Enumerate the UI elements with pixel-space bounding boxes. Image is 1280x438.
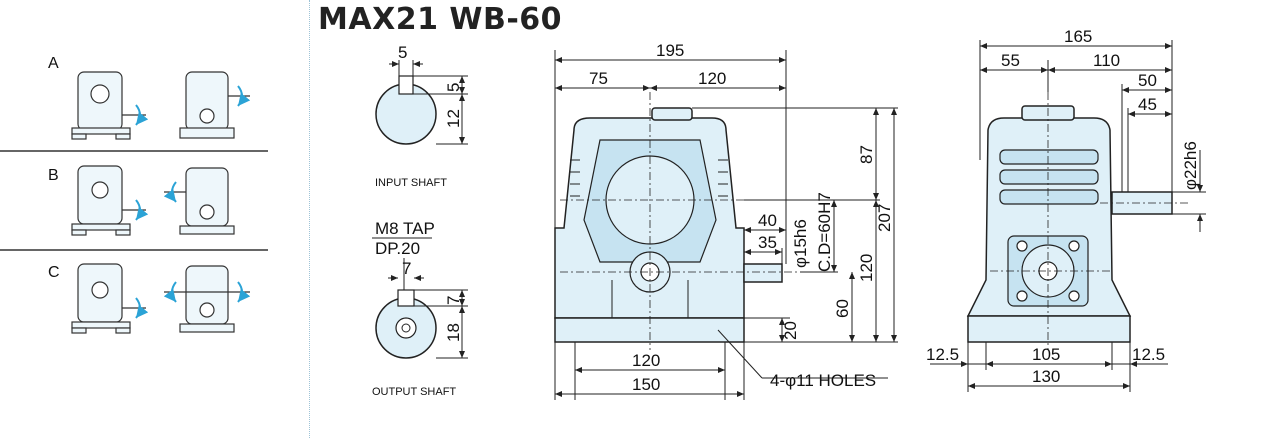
dim-front-center-to-right: 120: [698, 69, 726, 88]
option-label: C: [48, 264, 60, 281]
output-shaft-key: [397, 289, 415, 307]
dim-output-key-depth: 7: [444, 296, 463, 305]
side-mounting-base: [967, 315, 1131, 343]
front-view: 195 75 120 40 35 φ15h6: [554, 41, 898, 400]
output-shaft: [743, 263, 783, 283]
rotation-arrow-icon: [135, 104, 149, 126]
panel-divider: [309, 0, 310, 438]
dim-output-key-width: 7: [402, 259, 411, 278]
option-a-side-icon: [179, 71, 250, 139]
dim-side-right-part: 110: [1093, 51, 1120, 70]
model-title: MAX21 WB-60: [318, 2, 563, 37]
output-shaft-section: M8 TAP DP.20 7 7 18 OUTPUT SHAFT: [372, 219, 468, 398]
mounting-base: [554, 317, 745, 343]
dim-side-key-length: 45: [1138, 95, 1157, 114]
dim-front-shaft-length: 40: [758, 211, 777, 230]
dim-side-base-total: 130: [1032, 367, 1060, 386]
input-shaft-caption: INPUT SHAFT: [375, 177, 447, 189]
rotation-arrow-icon: [237, 281, 251, 303]
dim-side-base-margin-left: 12.5: [926, 345, 959, 364]
option-c-front-icon: [71, 263, 146, 334]
side-view: 165 55 110 50 45 φ22h6 12.5 105 12.5: [926, 27, 1206, 392]
dim-front-base-inner: 120: [632, 351, 660, 370]
dim-front-lower-height: 60: [833, 299, 852, 318]
dim-output-shaft-height: 18: [444, 323, 463, 342]
dim-front-mid-height: 120: [857, 254, 876, 282]
dim-front-base-outer: 150: [632, 375, 660, 394]
option-c: C: [48, 263, 251, 334]
rotation-arrow-icon: [135, 297, 149, 319]
oil-cap: [651, 107, 693, 121]
dim-input-key-depth: 5: [444, 83, 463, 92]
rotation-arrow-icon: [163, 281, 177, 303]
rotation-arrow-icon: [163, 181, 177, 203]
dim-front-base-thickness: 20: [781, 321, 800, 340]
dim-front-key-length: 35: [758, 233, 777, 252]
output-shaft-caption: OUTPUT SHAFT: [372, 386, 456, 398]
rotation-arrow-icon: [237, 85, 251, 107]
output-tap-line1: M8 TAP: [375, 219, 435, 238]
rotation-arrow-icon: [135, 199, 149, 221]
option-a-front-icon: [71, 71, 146, 140]
option-a: A: [48, 55, 251, 140]
dim-front-total-height: 207: [875, 204, 894, 232]
input-shaft-section: 5 5 12 INPUT SHAFT: [375, 43, 468, 189]
input-shaft-key: [398, 75, 414, 95]
front-holes-callout: 4-φ11 HOLES: [770, 371, 876, 390]
dim-front-overall-width: 195: [656, 41, 684, 60]
mounting-options-panel: A B: [0, 55, 268, 334]
dim-side-shaft-diameter: φ22h6: [1181, 141, 1200, 190]
option-b-side-icon: [164, 167, 235, 235]
dim-side-base-inner: 105: [1032, 345, 1060, 364]
dim-front-shaft-diameter: φ15h6: [791, 219, 810, 268]
dim-front-left-to-center: 75: [589, 69, 608, 88]
dim-front-center-distance: C.D=60H7: [815, 192, 834, 272]
dim-side-base-margin-right: 12.5: [1132, 345, 1165, 364]
option-label: A: [48, 55, 59, 72]
dim-side-overall-width: 165: [1064, 27, 1092, 46]
output-tap-line2: DP.20: [375, 239, 420, 258]
option-b: B: [48, 165, 235, 236]
option-label: B: [48, 167, 59, 184]
dim-front-upper-height: 87: [857, 145, 876, 164]
option-c-side-icon: [164, 265, 250, 333]
dim-input-shaft-height: 12: [444, 109, 463, 128]
option-b-front-icon: [71, 165, 146, 236]
dim-side-shaft-length: 50: [1138, 71, 1157, 90]
dim-side-left-part: 55: [1001, 51, 1020, 70]
dim-input-key-width: 5: [398, 43, 407, 62]
